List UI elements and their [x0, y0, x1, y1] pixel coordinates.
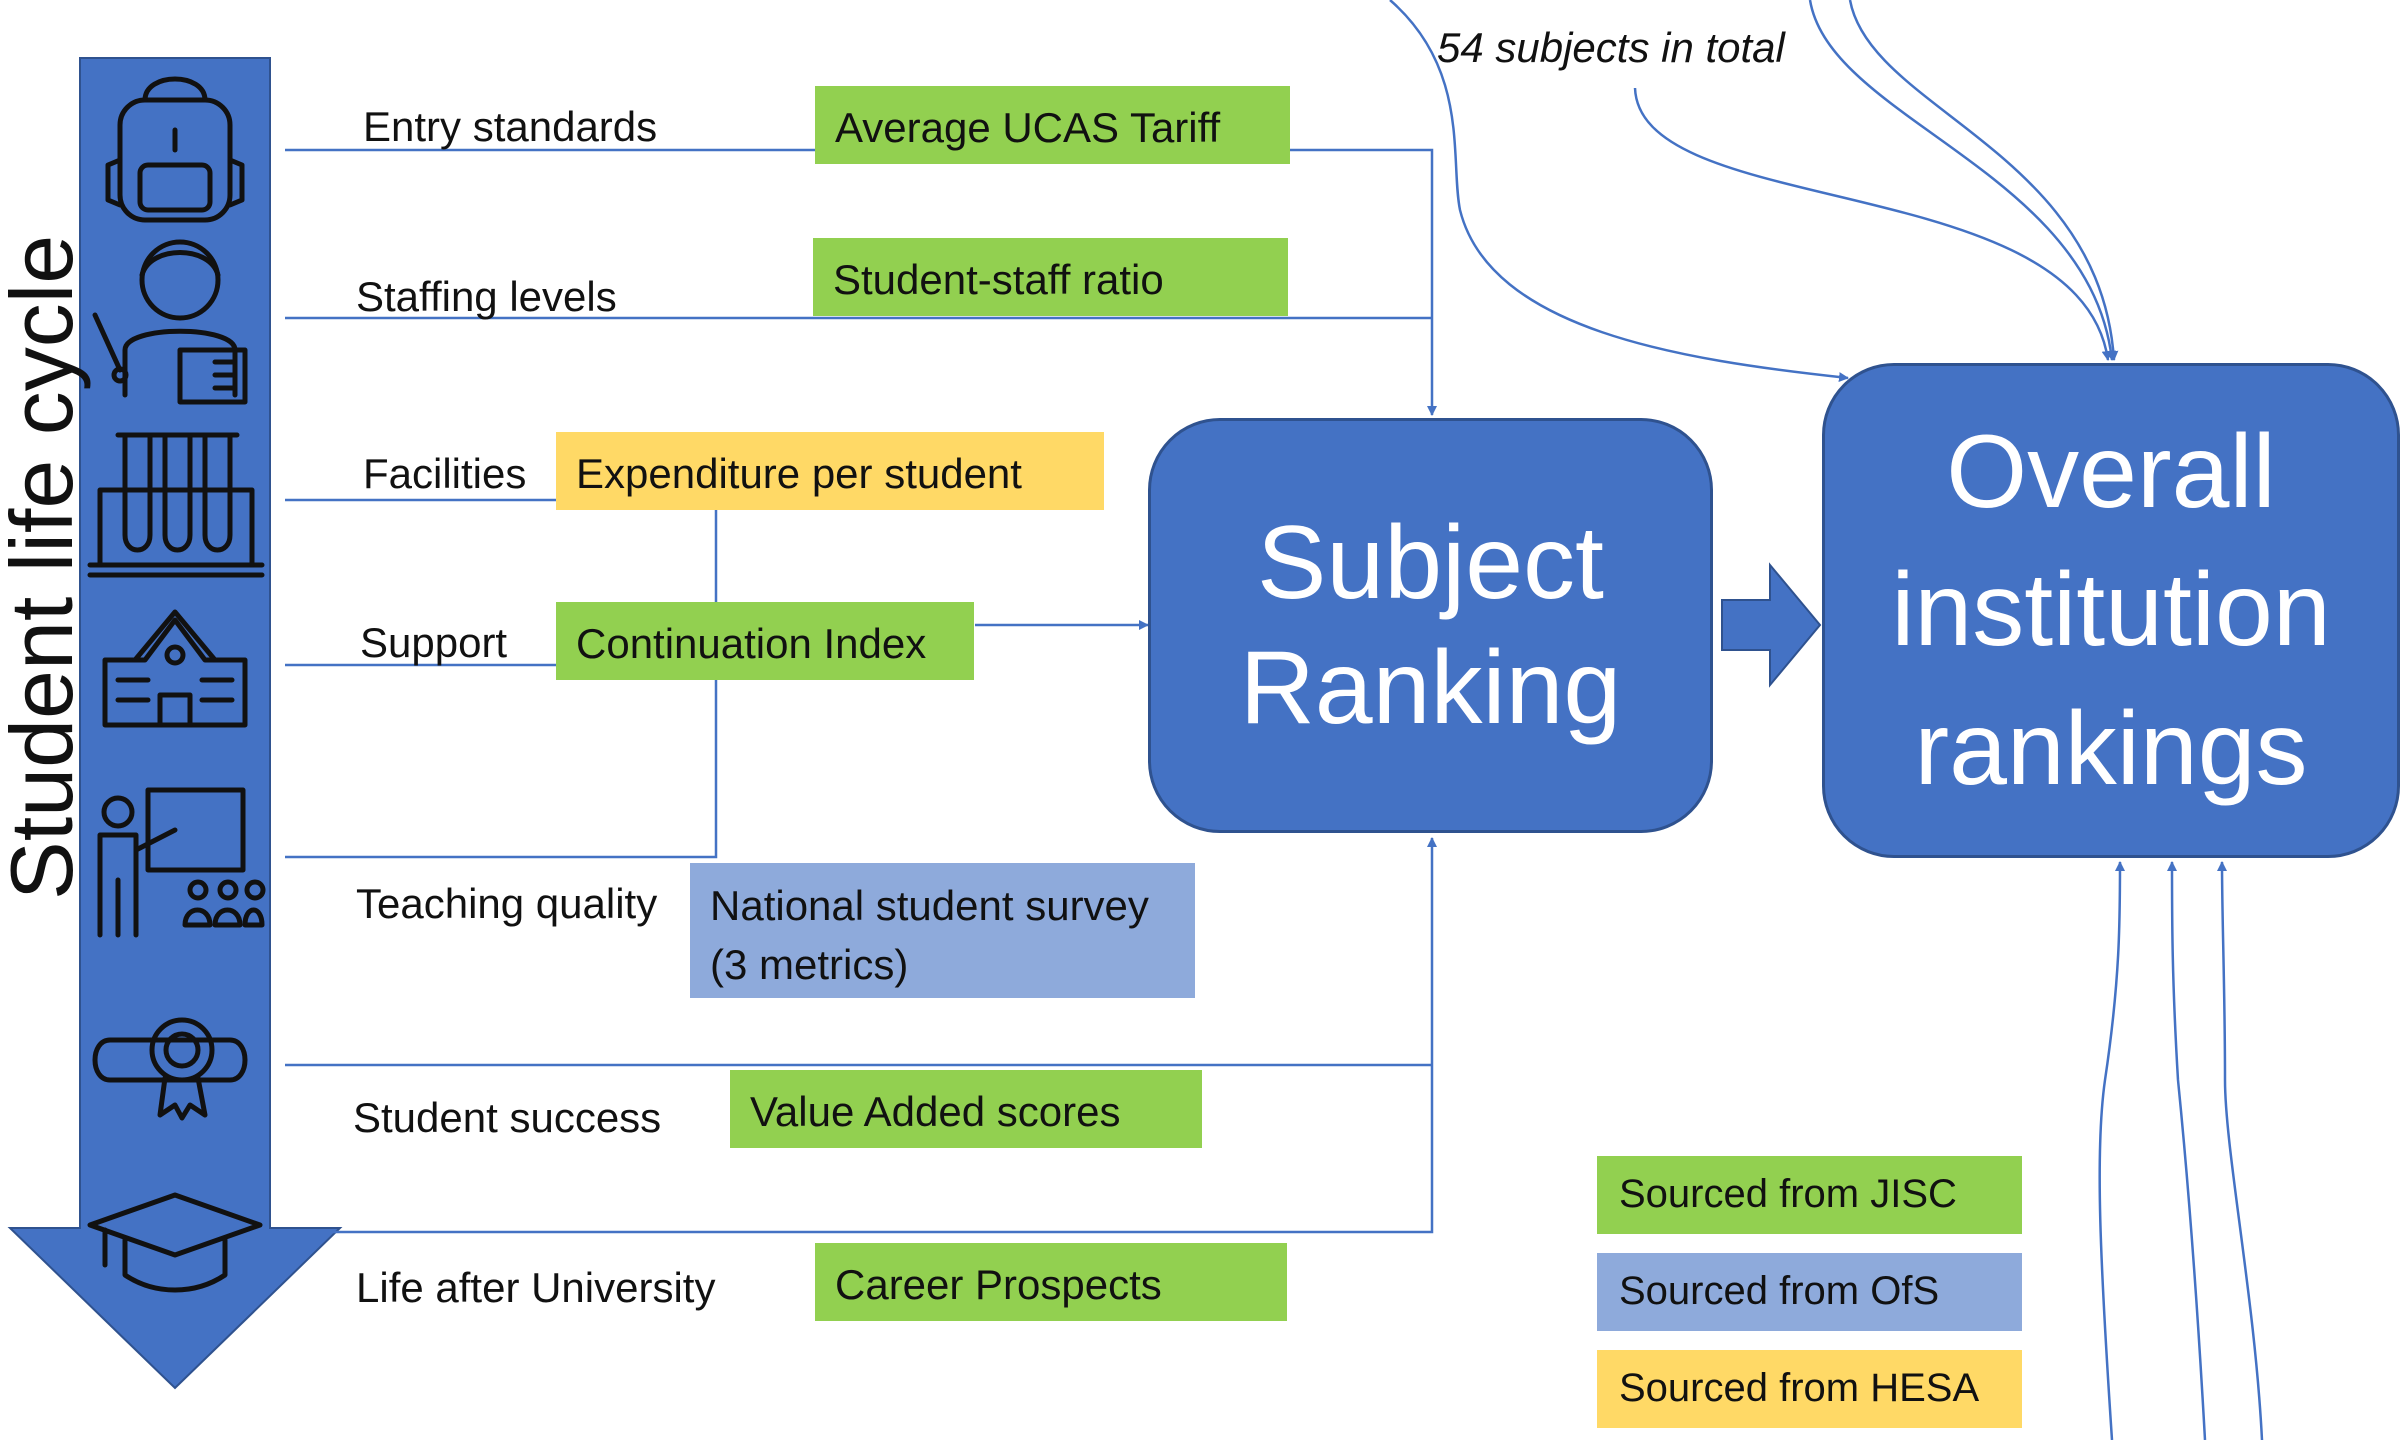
metric-national-student-survey: National student survey (3 metrics) — [690, 863, 1195, 998]
subject-ranking-node: Subject Ranking — [1148, 418, 1713, 833]
stage-label-staffing-levels: Staffing levels — [356, 273, 617, 320]
stage-label-entry-standards: Entry standards — [363, 103, 658, 150]
flow-block-arrow — [1721, 562, 1822, 688]
graduation-cap-icon — [87, 1192, 263, 1293]
metric-student-staff-ratio: Student-staff ratio — [813, 238, 1288, 316]
overall-line3: rankings — [1914, 690, 2308, 807]
lifecycle-title: Student life cycle — [0, 234, 91, 900]
overall-line2: institution — [1891, 552, 2331, 669]
metric-average-ucas-tariff: Average UCAS Tariff — [815, 86, 1290, 164]
metric-value-added-scores: Value Added scores — [730, 1070, 1202, 1148]
metric-expenditure-per-student: Expenditure per student — [556, 432, 1104, 510]
stage-label-teaching-quality: Teaching quality — [356, 880, 658, 927]
metric-career-prospects: Career Prospects — [815, 1243, 1287, 1321]
metric-nss-line1: National student survey — [710, 882, 1149, 929]
subject-ranking-line2: Ranking — [1239, 629, 1622, 746]
stage-label-support: Support — [360, 619, 508, 666]
legend-ofs: Sourced from OfS — [1597, 1253, 2022, 1331]
diploma-scroll-icon — [92, 1017, 248, 1121]
metric-continuation-index: Continuation Index — [556, 602, 974, 680]
stage-label-student-success: Student success — [353, 1094, 662, 1141]
legend-hesa: Sourced from HESA — [1597, 1350, 2022, 1428]
legend-jisc: Sourced from JISC — [1597, 1156, 2022, 1234]
stage-label-facilities: Facilities — [363, 450, 527, 497]
overall-rankings-node: Overall institution rankings — [1822, 363, 2400, 858]
subjects-total-note: 54 subjects in total — [1437, 24, 1785, 71]
subject-ranking-line1: Subject — [1257, 504, 1604, 621]
test-tubes-icon — [87, 432, 265, 578]
school-building-icon — [102, 609, 248, 728]
overall-line1: Overall — [1946, 414, 2276, 531]
stage-label-life-after-university: Life after University — [356, 1264, 716, 1311]
metric-nss-line2: (3 metrics) — [710, 940, 909, 988]
teacher-with-book-icon — [92, 239, 248, 405]
backpack-icon — [105, 76, 245, 223]
lecture-presentation-icon — [97, 787, 266, 938]
